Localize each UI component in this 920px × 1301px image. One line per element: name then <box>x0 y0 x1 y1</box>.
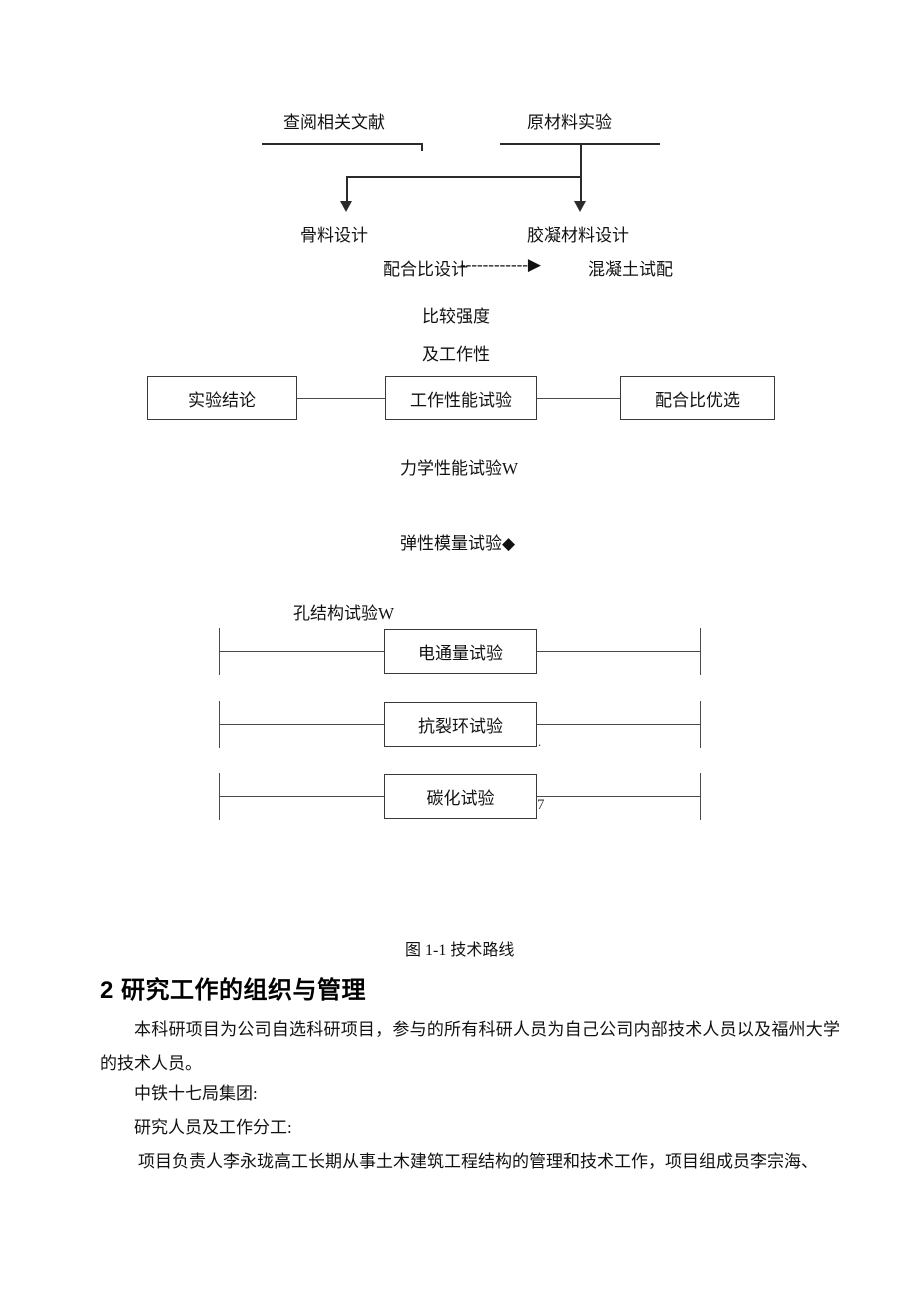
rail-left-row-2 <box>219 724 384 725</box>
connector-horizontal <box>346 176 582 178</box>
flow-label-elastic-modulus-test: 弹性模量试验◆ <box>400 534 516 553</box>
flow-label-mix-design: 配合比设计 <box>383 260 468 279</box>
paragraph-staff-division: 研究人员及工作分工: <box>134 1118 292 1137</box>
flow-label-raw-material-test: 原材料实验 <box>527 113 612 132</box>
flow-label-workability: 及工作性 <box>422 345 490 364</box>
rail-left-row-1 <box>219 651 384 652</box>
dashed-arrow-connector: ------------▶ <box>460 255 542 274</box>
flow-label-compare-strength: 比较强度 <box>422 307 490 326</box>
flow-box-experiment-conclusion[interactable]: 实验结论 <box>147 376 297 420</box>
underline-literature-review <box>262 143 422 145</box>
link-conclusion-to-performance <box>297 398 385 399</box>
paragraph-project-leader: 项目负责人李永珑高工长期从事土木建筑工程结构的管理和技术工作，项目组成员李宗海、 <box>138 1152 818 1171</box>
endcap-right-row-1 <box>700 628 701 675</box>
arrow-down-aggregate <box>340 201 352 212</box>
underline-literature-review-tick <box>421 143 423 151</box>
paragraph-company-name: 中铁十七局集团: <box>134 1084 258 1103</box>
flow-label-concrete-trial-mix: 混凝土试配 <box>588 260 673 279</box>
paragraph-project-overview: 本科研项目为公司自选科研项目，参与的所有科研人员为自己公司内部技术人员以及福州大… <box>100 1020 840 1073</box>
rail-right-row-1 <box>537 651 700 652</box>
flow-box-workability-test[interactable]: 工作性能试验 <box>385 376 537 420</box>
flow-box-cracking-ring-test[interactable]: 抗裂环试验 <box>384 702 537 747</box>
figure-caption: 图 1-1 技术路线 <box>405 942 515 959</box>
flow-box-carbonation-test[interactable]: 碳化试验 <box>384 774 537 819</box>
endcap-right-row-3 <box>700 773 701 820</box>
section-heading: 2 研究工作的组织与管理 <box>100 977 367 1004</box>
flow-label-cementitious-design: 胶凝材料设计 <box>527 226 629 245</box>
flow-label-mechanical-test: 力学性能试验W <box>400 459 519 478</box>
scan-artifact-dot: . <box>538 734 542 749</box>
flow-box-mix-optimization[interactable]: 配合比优选 <box>620 376 775 420</box>
connector-vertical-left <box>346 176 348 203</box>
rail-right-row-3 <box>537 796 700 797</box>
flow-label-literature-review: 查阅相关文献 <box>283 113 385 132</box>
flow-label-aggregate-design: 骨料设计 <box>300 226 368 245</box>
flow-box-electric-flux-test[interactable]: 电通量试验 <box>384 629 537 674</box>
link-performance-to-optimization <box>537 398 620 399</box>
arrow-down-cementitious <box>574 201 586 212</box>
flow-label-pore-structure-test: 孔结构试验W <box>293 604 395 623</box>
rail-left-row-3 <box>219 796 384 797</box>
rail-right-row-2 <box>537 724 700 725</box>
scan-artifact-seven: 7 <box>537 797 545 813</box>
endcap-right-row-2 <box>700 701 701 748</box>
connector-vertical-right <box>580 143 582 203</box>
